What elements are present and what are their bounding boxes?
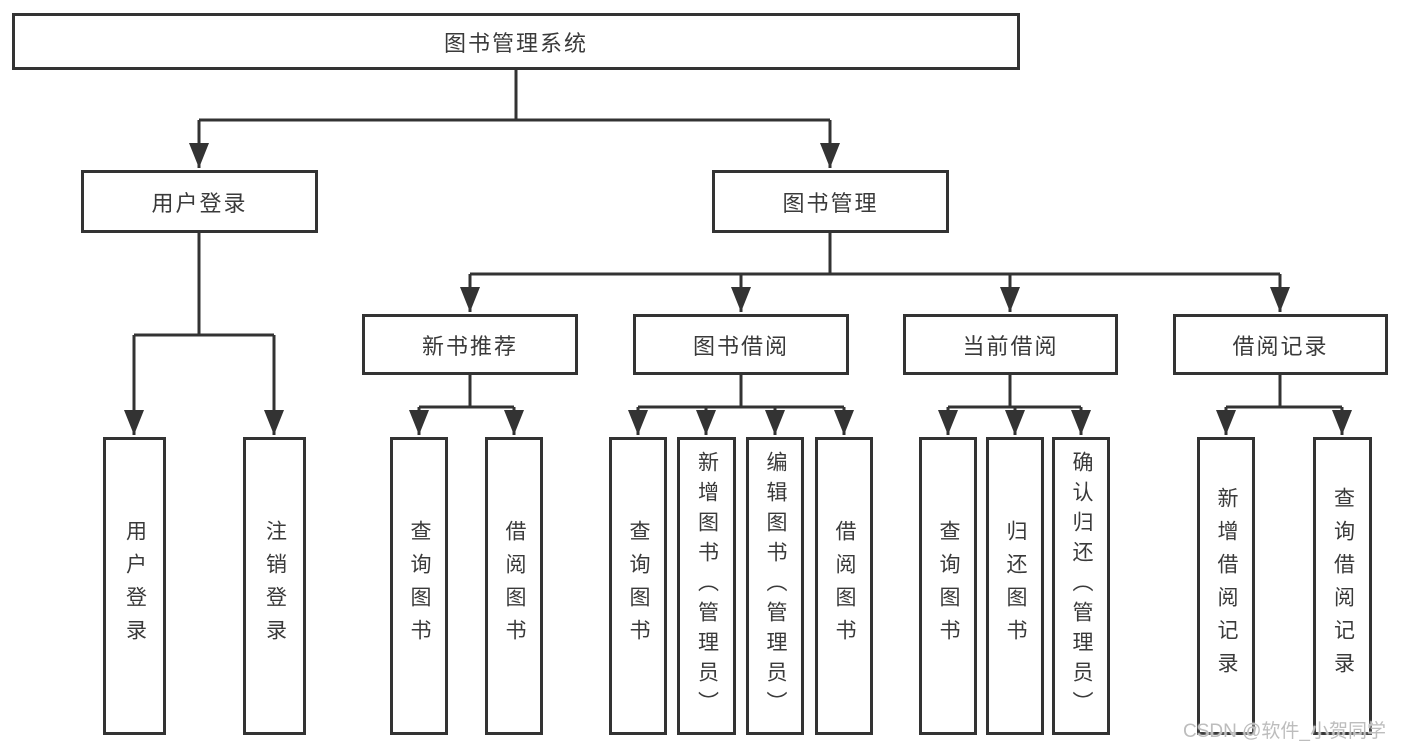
connector-group [124, 70, 1352, 435]
leaf-edit-books-admin-label: 编辑图书（管理员） [764, 451, 787, 721]
node-root-system: 图书管理系统 [12, 13, 1020, 70]
leaf-edit-books-admin: 编辑图书（管理员） [746, 437, 804, 735]
leaf-add-borrow-record-label: 新增借阅记录 [1215, 487, 1238, 685]
leaf-return-books: 归还图书 [986, 437, 1044, 735]
leaf-return-books-label: 归还图书 [1004, 520, 1027, 652]
leaf-confirm-return-admin: 确认归还（管理员） [1052, 437, 1110, 735]
leaf-borrow-books: 借阅图书 [815, 437, 873, 735]
leaf-query-books-current: 查询图书 [919, 437, 977, 735]
node-book-borrow: 图书借阅 [633, 314, 849, 375]
leaf-borrow-books-recommend-label: 借阅图书 [503, 520, 526, 652]
leaf-add-books-admin: 新增图书（管理员） [677, 437, 736, 735]
node-user-login: 用户登录 [81, 170, 318, 233]
leaf-confirm-return-admin-label: 确认归还（管理员） [1070, 451, 1093, 721]
leaf-user-login-label: 用户登录 [123, 520, 147, 652]
leaf-query-borrow-record: 查询借阅记录 [1313, 437, 1372, 735]
leaf-logout-label: 注销登录 [263, 520, 287, 652]
leaf-query-borrow-record-label: 查询借阅记录 [1331, 487, 1355, 685]
leaf-add-books-admin-label: 新增图书（管理员） [695, 451, 719, 721]
leaf-query-books-borrow: 查询图书 [609, 437, 667, 735]
leaf-query-books-recommend-label: 查询图书 [408, 520, 431, 652]
leaf-borrow-books-label: 借阅图书 [833, 520, 856, 652]
leaf-query-books-current-label: 查询图书 [937, 520, 960, 652]
node-new-book-recommend: 新书推荐 [362, 314, 578, 375]
node-current-borrow: 当前借阅 [903, 314, 1118, 375]
csdn-watermark: CSDN @软件_小贺同学 [1183, 721, 1386, 742]
leaf-borrow-books-recommend: 借阅图书 [485, 437, 543, 735]
node-borrow-records: 借阅记录 [1173, 314, 1388, 375]
leaf-logout: 注销登录 [243, 437, 306, 735]
leaf-user-login: 用户登录 [103, 437, 166, 735]
leaf-query-books-borrow-label: 查询图书 [627, 520, 650, 652]
node-book-management: 图书管理 [712, 170, 949, 233]
leaf-query-books-recommend: 查询图书 [390, 437, 448, 735]
leaf-add-borrow-record: 新增借阅记录 [1197, 437, 1255, 735]
